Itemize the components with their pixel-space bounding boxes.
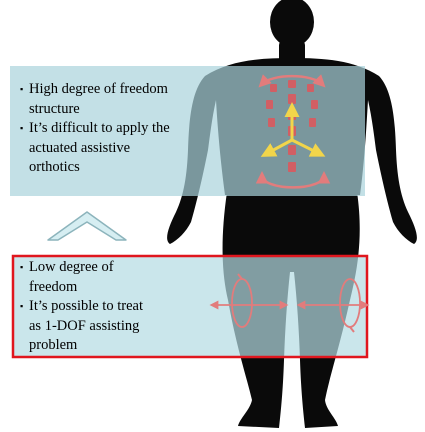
human-silhouette — [167, 0, 417, 428]
bullet-marker: ▪ — [20, 80, 23, 100]
upper-panel-bullets: ▪ High degree of freedom structure ▪ It’… — [20, 80, 170, 178]
chevron-up-icon — [48, 212, 126, 240]
upper-bullet-1: ▪ High degree of freedom structure — [20, 80, 170, 119]
lower-panel-bullets: ▪ Low degree of freedom ▪ It’s possible … — [20, 258, 150, 356]
lower-bullet-1: ▪ Low degree of freedom — [20, 258, 150, 297]
bullet-marker: ▪ — [20, 258, 23, 278]
upper-bullet-2: ▪ It’s difficult to apply the actuated a… — [20, 119, 170, 178]
bullet-marker: ▪ — [20, 297, 23, 317]
lower-bullet-1-text: Low degree of freedom — [29, 259, 114, 295]
upper-bullet-2-text: It’s difficult to apply the actuated ass… — [29, 120, 170, 175]
bullet-marker: ▪ — [20, 119, 23, 139]
lower-bullet-2: ▪ It’s possible to treat as 1-DOF assist… — [20, 297, 150, 356]
upper-bullet-1-text: High degree of freedom structure — [29, 81, 168, 117]
lower-bullet-2-text: It’s possible to treat as 1-DOF assistin… — [29, 298, 143, 353]
